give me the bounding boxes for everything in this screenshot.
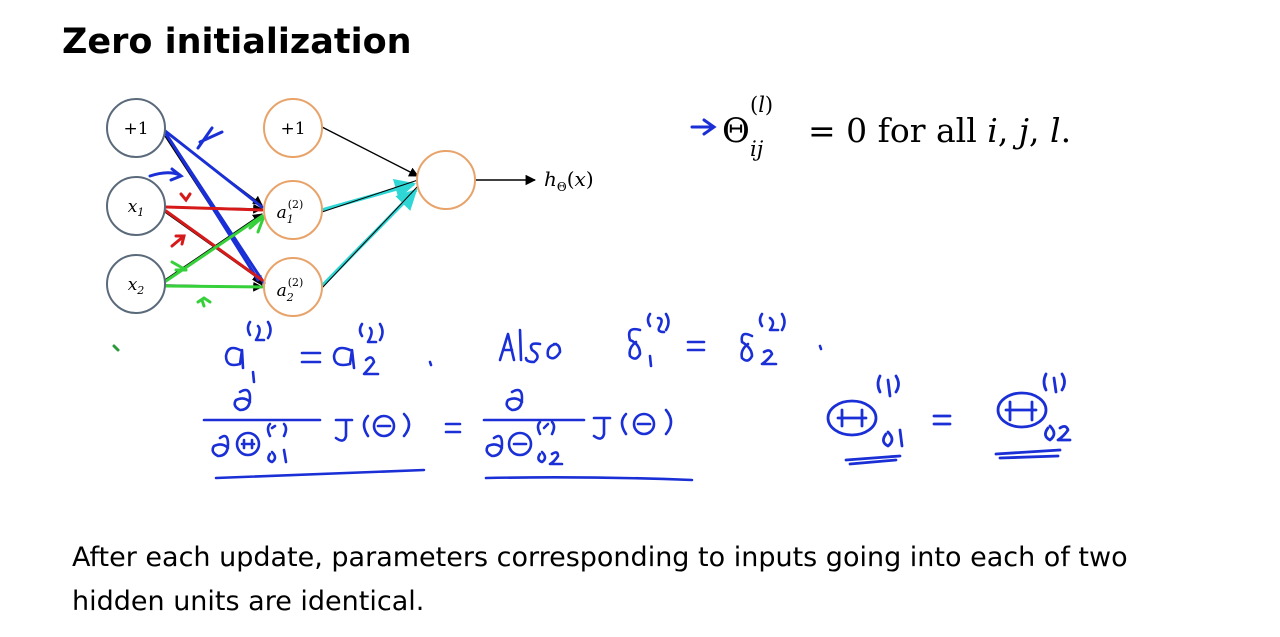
zero-init-equation: Θ (l) ij = 0 for all i, j, l.	[690, 93, 1071, 161]
hidden-output-connections	[320, 126, 537, 289]
handwritten-activations	[224, 312, 823, 384]
hidden-unit-a1: a1(2)	[277, 198, 304, 226]
hidden-unit-bias: +1	[280, 119, 305, 139]
handwritten-theta-equality	[826, 372, 1072, 466]
hidden-unit-a2: a2(2)	[277, 276, 304, 304]
output-layer: hΘ(x)	[416, 150, 594, 210]
red-ink-edges	[164, 192, 264, 282]
input-unit-bias: +1	[123, 119, 148, 139]
input-layer: +1 x1 x2	[106, 98, 166, 314]
stray-mark	[112, 344, 120, 352]
hidden-layer: +1 a1(2) a2(2)	[263, 98, 323, 317]
output-label: hΘ(x)	[544, 167, 594, 194]
svg-text:Θ: Θ	[722, 111, 750, 151]
svg-text:ij: ij	[750, 137, 764, 161]
handwritten-gradients	[202, 388, 694, 482]
slide-title: Zero initialization	[62, 22, 412, 62]
slide-caption: After each update, parameters correspond…	[72, 542, 1128, 617]
svg-text:= 0 for all i, j, l.: = 0 for all i, j, l.	[808, 111, 1071, 150]
blue-ink-edges	[148, 126, 266, 285]
svg-text:(l): (l)	[750, 93, 773, 117]
